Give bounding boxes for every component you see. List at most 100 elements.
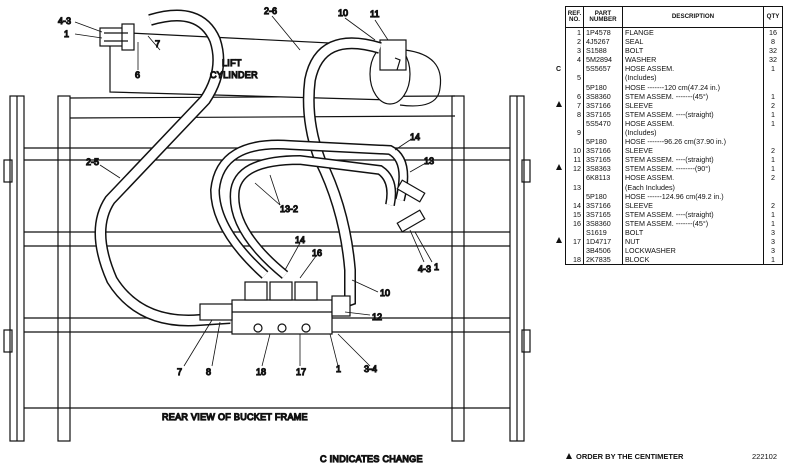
- part-number-cell: 5S5470: [583, 118, 623, 129]
- callout-2-6: 2-6: [264, 6, 277, 16]
- order-by-cm-marker: [556, 101, 562, 107]
- description-cell: SLEEVE: [622, 146, 764, 156]
- callout-13-right: 13: [424, 156, 434, 166]
- leader-lines: [74, 15, 433, 367]
- callout-10-bottom: 10: [380, 288, 390, 298]
- ref-no-cell: 17: [565, 237, 584, 247]
- ref-no-cell: 9: [565, 128, 584, 138]
- part-number-cell: 3S7166: [583, 200, 623, 210]
- ref-no-cell: [565, 118, 584, 129]
- lift-cylinder-label-line1: LIFT: [222, 58, 242, 68]
- qty-cell: 32: [763, 55, 783, 65]
- qty-cell: 2: [763, 100, 783, 110]
- ref-no-cell: 16: [565, 218, 584, 229]
- qty-cell: 8: [763, 37, 783, 47]
- part-number-cell: 3S7165: [583, 155, 623, 165]
- callout-14-right: 14: [410, 132, 420, 142]
- qty-cell: 2: [763, 146, 783, 156]
- ref-no-cell: 13: [565, 182, 584, 192]
- ref-no-cell: 8: [565, 109, 584, 119]
- ref-no-cell: 11: [565, 155, 584, 165]
- part-number-cell: 6K8113: [583, 173, 623, 183]
- part-number-cell: 3S7166: [583, 146, 623, 156]
- part-number-cell: 2K7835: [583, 255, 623, 265]
- change-indicator: C: [556, 66, 562, 73]
- part-number-cell: S1588: [583, 46, 623, 56]
- lift-cylinder-label: CYLINDER: [210, 70, 258, 80]
- callout-2-5: 2-5: [86, 157, 99, 167]
- part-number-cell: 3S8360: [583, 218, 623, 229]
- description-cell: FLANGE: [622, 27, 764, 38]
- callout-18: 18: [256, 367, 266, 377]
- callout-12: 12: [372, 312, 382, 322]
- callout-10-top: 10: [338, 8, 348, 18]
- parts-row: 13(Each Includes): [565, 182, 783, 192]
- description-cell: (Includes): [622, 73, 764, 83]
- callout-16: 16: [312, 248, 322, 258]
- ref-no-cell: 4: [565, 55, 584, 65]
- part-number-cell: 3S7165: [583, 109, 623, 119]
- qty-cell: 1: [763, 91, 783, 101]
- header-part-number: PART NUMBER: [583, 6, 623, 28]
- part-number-cell: 5M2894: [583, 55, 623, 65]
- description-cell: STEM ASSEM. --------(90°): [622, 164, 764, 174]
- block-18: [199, 281, 351, 335]
- qty-cell: 1: [763, 155, 783, 165]
- illustration-code: 222102: [752, 452, 778, 461]
- description-cell: STEM ASSEM. -------(45°): [622, 91, 764, 101]
- description-cell: LOCKWASHER: [622, 246, 764, 256]
- ref-no-cell: [565, 64, 584, 74]
- hose-assembly-9: [302, 37, 382, 311]
- part-number-cell: 3S8363: [583, 164, 623, 174]
- part-number-cell: 1D4717: [583, 237, 623, 247]
- callout-1-bottom: 1: [336, 364, 341, 374]
- ref-no-cell: 5: [565, 73, 584, 83]
- description-cell: BOLT: [622, 46, 764, 56]
- callout-3-4: 3-4: [364, 364, 377, 374]
- ref-no-cell: [565, 82, 584, 92]
- ref-no-cell: 12: [565, 164, 584, 174]
- part-number-cell: 5S5657: [583, 64, 623, 74]
- qty-cell: 1: [763, 255, 783, 265]
- part-number-cell: [583, 128, 623, 138]
- qty-cell: 3: [763, 246, 783, 256]
- bucket-frame: [3, 95, 531, 442]
- order-by-cm-marker: [556, 164, 562, 170]
- description-cell: STEM ASSEM. ----(straight): [622, 109, 764, 119]
- part-number-cell: 3S8360: [583, 91, 623, 101]
- description-cell: HOSE -------96.26 cm(37.90 in.): [622, 137, 764, 147]
- parts-table-header: REF. NO. PART NUMBER DESCRIPTION QTY: [565, 6, 783, 28]
- part-number-cell: 5P180: [583, 191, 623, 201]
- description-cell: NUT: [622, 237, 764, 247]
- qty-cell: 1: [763, 164, 783, 174]
- callout-13-2: 13-2: [280, 204, 298, 214]
- part-number-cell: 5P180: [583, 137, 623, 147]
- ref-no-cell: 3: [565, 46, 584, 56]
- ref-no-cell: 2: [565, 37, 584, 47]
- hose-assembly-5: [94, 9, 231, 327]
- description-cell: SLEEVE: [622, 100, 764, 110]
- callout-6-top: 6: [135, 70, 140, 80]
- header-qty: QTY: [763, 6, 783, 28]
- description-cell: STEM ASSEM. ----(straight): [622, 155, 764, 165]
- ref-no-cell: 14: [565, 200, 584, 210]
- callout-11-top: 11: [370, 9, 379, 19]
- qty-cell: 1: [763, 118, 783, 129]
- description-cell: HOSE ASSEM.: [622, 64, 764, 74]
- ref-no-cell: [565, 173, 584, 183]
- callout-4-3-top: 4-3: [58, 16, 71, 26]
- qty-cell: 3: [763, 237, 783, 247]
